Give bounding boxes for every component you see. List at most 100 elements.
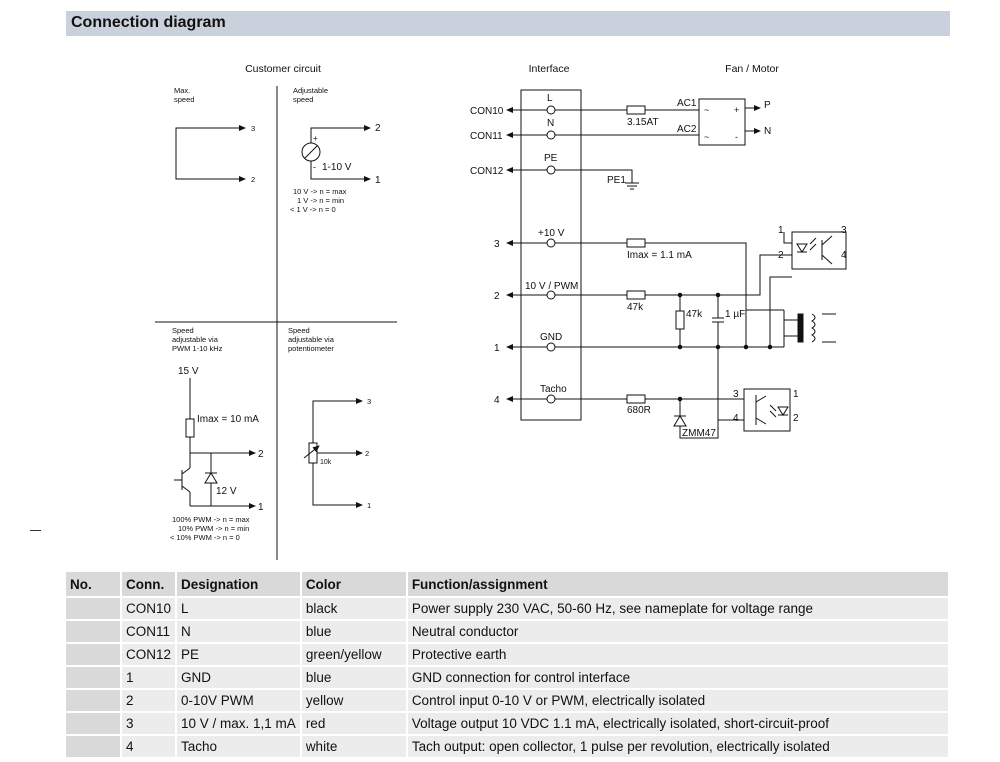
table-row: 2 0-10V PWM yellow Control input 0-10 V … bbox=[66, 689, 951, 713]
adjustable-plus: + bbox=[313, 134, 318, 143]
cell-function: Neutral conductor bbox=[406, 620, 951, 644]
cell-no bbox=[66, 643, 122, 667]
max-speed-pin-3: 3 bbox=[251, 124, 255, 133]
table-row: CON11 N blue Neutral conductor bbox=[66, 620, 951, 644]
rect-tilde-2: ~ bbox=[704, 132, 709, 142]
cell-function: Power supply 230 VAC, 50-60 Hz, see name… bbox=[406, 597, 951, 621]
cell-conn: 1 bbox=[121, 666, 178, 690]
gnd-label: GND bbox=[540, 332, 562, 343]
r47k-2-label: 47k bbox=[686, 309, 703, 320]
cell-color: blue bbox=[300, 620, 408, 644]
opto1-pin-4: 4 bbox=[841, 250, 847, 261]
pwm-imax: Imax = 10 mA bbox=[197, 414, 259, 425]
opto1-pin-1: 1 bbox=[778, 225, 784, 236]
pin-2-label: 2 bbox=[494, 291, 500, 302]
pot-label-1: Speed bbox=[288, 326, 310, 335]
con11-label: CON11 bbox=[470, 131, 503, 142]
pwm-pin-2: 2 bbox=[258, 449, 264, 460]
table-row: CON10 L black Power supply 230 VAC, 50-6… bbox=[66, 597, 951, 621]
pwm-note-2: 10% PWM -> n = min bbox=[178, 524, 249, 533]
customer-circuit-title: Customer circuit bbox=[245, 63, 321, 75]
pin-4-label: 4 bbox=[494, 395, 500, 406]
adjustable-voltage: 1-10 V bbox=[322, 162, 352, 173]
pot-pin-1: 1 bbox=[367, 501, 371, 510]
cell-function: Control input 0-10 V or PWM, electricall… bbox=[406, 689, 951, 713]
max-speed-pin-2: 2 bbox=[251, 175, 255, 184]
cell-color: green/yellow bbox=[300, 643, 408, 667]
r47k-label: 47k bbox=[627, 302, 644, 313]
adjustable-pin-1: 1 bbox=[375, 175, 381, 186]
table-row: 3 10 V / max. 1,1 mA red Voltage output … bbox=[66, 712, 951, 736]
pot-pin-3: 3 bbox=[367, 397, 371, 406]
cell-no bbox=[66, 735, 122, 759]
cell-function: Protective earth bbox=[406, 643, 951, 667]
opto2-pin-2: 2 bbox=[793, 413, 799, 424]
table-row: 1 GND blue GND connection for control in… bbox=[66, 666, 951, 690]
col-header-function: Function/assignment bbox=[406, 572, 951, 598]
ac2-label: AC2 bbox=[677, 124, 697, 135]
cell-no bbox=[66, 666, 122, 690]
cell-designation: GND bbox=[176, 666, 302, 690]
plus-10v-label: +10 V bbox=[538, 228, 565, 239]
section-title: Connection diagram bbox=[71, 14, 226, 31]
p-output-label: P bbox=[764, 100, 771, 111]
pwm-label-1: Speed bbox=[172, 326, 194, 335]
cell-no bbox=[66, 689, 122, 713]
imax-label: Imax = 1.1 mA bbox=[627, 250, 692, 261]
fuse-label: 3.15AT bbox=[627, 117, 659, 128]
l-label: L bbox=[547, 93, 553, 104]
opto2-pin-4: 4 bbox=[733, 413, 739, 424]
cell-conn: CON11 bbox=[121, 620, 178, 644]
n-label: N bbox=[547, 118, 554, 129]
table-row: 4 Tacho white Tach output: open collecto… bbox=[66, 735, 951, 759]
cell-conn: CON10 bbox=[121, 597, 178, 621]
pwm-note-1: 100% PWM -> n = max bbox=[172, 515, 250, 524]
cell-function: Tach output: open collector, 1 pulse per… bbox=[406, 735, 951, 759]
pwm-input-label: 10 V / PWM bbox=[525, 281, 578, 292]
con12-label: CON12 bbox=[470, 166, 504, 177]
cap-label: 1 µF bbox=[725, 309, 745, 320]
pwm-supply: 15 V bbox=[178, 366, 199, 377]
r680-label: 680R bbox=[627, 405, 651, 416]
pwm-zener-voltage: 12 V bbox=[216, 486, 237, 497]
col-header-color: Color bbox=[300, 572, 408, 598]
max-speed-label-2: speed bbox=[174, 95, 194, 104]
adjustable-label-1: Adjustable bbox=[293, 86, 328, 95]
stray-dash bbox=[30, 530, 41, 531]
cell-designation: Tacho bbox=[176, 735, 302, 759]
cell-color: red bbox=[300, 712, 408, 736]
pe1-label: PE1 bbox=[607, 175, 626, 186]
pwm-label-3: PWM 1-10 kHz bbox=[172, 344, 223, 353]
col-header-designation: Designation bbox=[176, 572, 302, 598]
opto2-pin-1: 1 bbox=[793, 389, 799, 400]
pwm-label-2: adjustable via bbox=[172, 335, 219, 344]
max-speed-label-1: Max. bbox=[174, 86, 190, 95]
section-header-bar: Connection diagram bbox=[66, 11, 950, 36]
cell-color: yellow bbox=[300, 689, 408, 713]
opto1-pin-2: 2 bbox=[778, 250, 784, 261]
connection-table: No. Conn. Designation Color Function/ass… bbox=[66, 572, 951, 759]
adjustable-note-3: < 1 V -> n = 0 bbox=[290, 205, 336, 214]
cell-function: GND connection for control interface bbox=[406, 666, 951, 690]
interface-circuit: Interface Fan / Motor CON10 L 3.15AT AC1… bbox=[470, 63, 847, 439]
cell-no bbox=[66, 620, 122, 644]
pot-pin-2: 2 bbox=[365, 449, 369, 458]
adjustable-minus: - bbox=[313, 162, 316, 172]
cell-conn: CON12 bbox=[121, 643, 178, 667]
pot-label-2: adjustable via bbox=[288, 335, 335, 344]
table-row: CON12 PE green/yellow Protective earth bbox=[66, 643, 951, 667]
cell-designation: N bbox=[176, 620, 302, 644]
ac1-label: AC1 bbox=[677, 98, 697, 109]
cell-designation: 0-10V PWM bbox=[176, 689, 302, 713]
pwm-note-3: < 10% PWM -> n = 0 bbox=[170, 533, 240, 542]
opto1-pin-3: 3 bbox=[841, 225, 847, 236]
cell-color: white bbox=[300, 735, 408, 759]
rect-tilde-1: ~ bbox=[704, 105, 709, 115]
cell-color: black bbox=[300, 597, 408, 621]
pot-label-3: potentiometer bbox=[288, 344, 334, 353]
n-output-label: N bbox=[764, 126, 771, 137]
col-header-no: No. bbox=[66, 572, 122, 598]
cell-no bbox=[66, 597, 122, 621]
adjustable-pin-2: 2 bbox=[375, 123, 381, 134]
adjustable-note-1: 10 V -> n = max bbox=[293, 187, 347, 196]
